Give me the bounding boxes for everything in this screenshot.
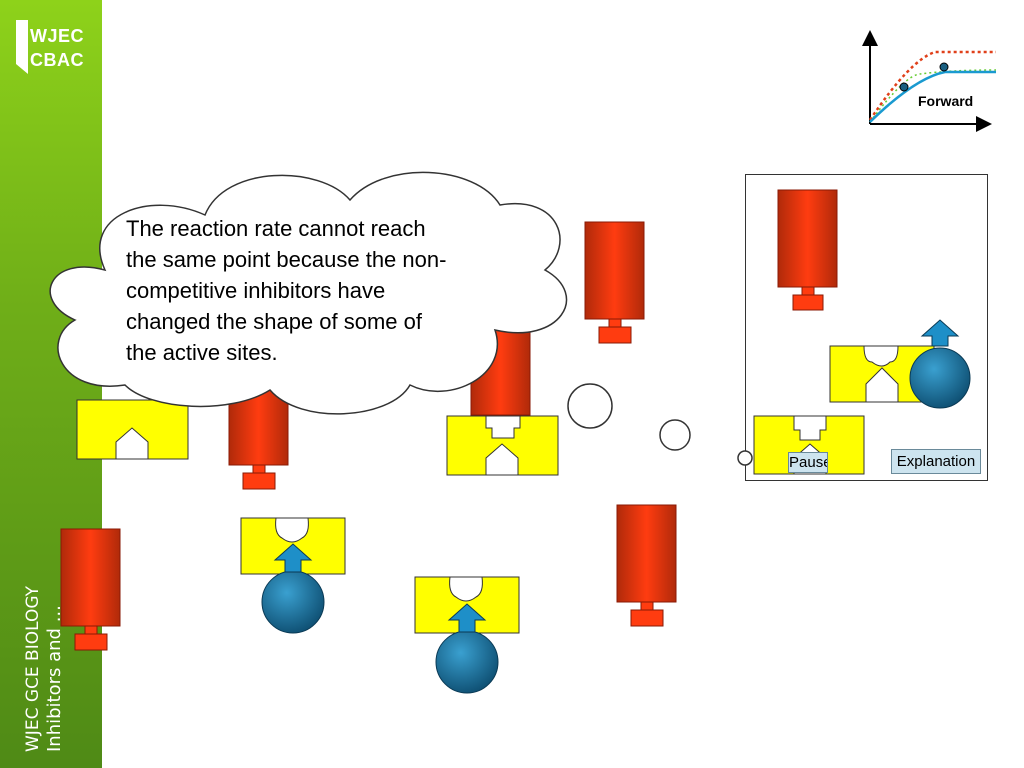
- thought-cloud: [49, 171, 568, 415]
- thought-trail-circle: [567, 383, 613, 429]
- rate-graph: [862, 30, 997, 132]
- logo-line2: CBAC: [30, 50, 84, 70]
- logo-line1: WJEC: [30, 26, 85, 46]
- thought-trail-circle: [737, 450, 753, 466]
- inhibitor: [777, 189, 838, 311]
- graph-label: Forward: [918, 93, 974, 109]
- inhibitor: [616, 504, 677, 627]
- inhibitor: [60, 528, 121, 651]
- sidebar: WJEC CBAC WJEC GCE BIOLOGY Inhibitors an…: [0, 0, 102, 768]
- substrate: [909, 319, 971, 409]
- substrate: [435, 603, 499, 694]
- explanation-button[interactable]: Explanation: [891, 449, 981, 474]
- wjec-logo: [16, 20, 28, 74]
- graph-point: [899, 82, 909, 92]
- legend-panel: [745, 174, 988, 481]
- thought-trail-circle: [659, 419, 691, 451]
- substrate: [261, 543, 325, 634]
- enzyme: [76, 399, 189, 460]
- uninhibited-curve: [868, 50, 996, 121]
- enzyme: [446, 415, 559, 476]
- noncompetitive-curve: [869, 70, 996, 123]
- inhibitor: [584, 221, 645, 344]
- thought-bubble-text: The reaction rate cannot reach the same …: [126, 216, 447, 365]
- competitive-curve: [869, 69, 997, 123]
- graph-point: [939, 62, 949, 72]
- pause-button[interactable]: Pause: [788, 452, 828, 473]
